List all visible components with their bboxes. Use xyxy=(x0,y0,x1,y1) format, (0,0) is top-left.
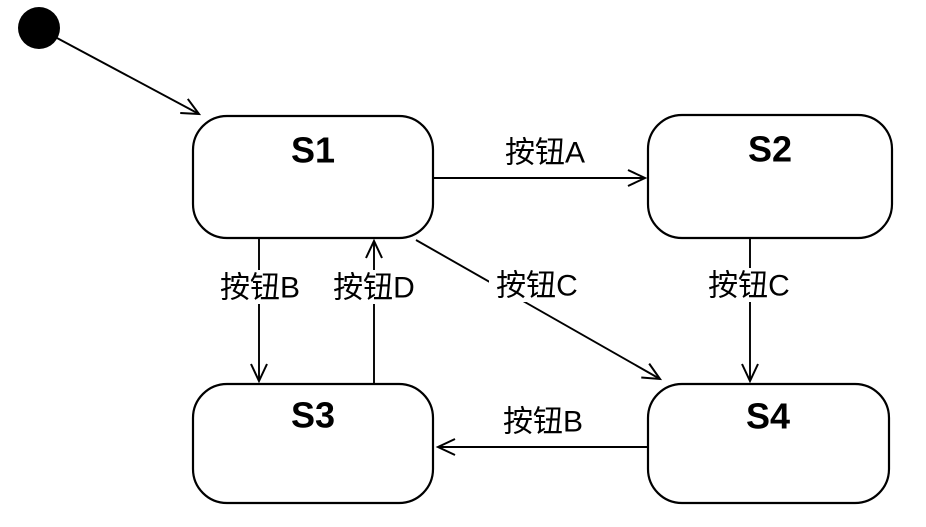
state-node-s1: S1 xyxy=(191,114,435,240)
label-backdrop xyxy=(212,270,308,304)
state-node-s3: S3 xyxy=(191,382,435,505)
state-shape-s1 xyxy=(191,114,435,240)
transition-label-s3-s1: 按钮D xyxy=(333,272,415,305)
transition-label-s4-s3: 按钮B xyxy=(503,406,583,439)
label-backdrop xyxy=(326,270,422,304)
state-shape-s3 xyxy=(191,382,435,505)
state-label-s1: S1 xyxy=(291,130,335,171)
label-backdrop xyxy=(489,268,585,302)
transition-label-s1-s4: 按钮C xyxy=(496,270,578,303)
state-shape-s4 xyxy=(646,382,891,505)
transition-label-s2-s4: 按钮C xyxy=(708,270,790,303)
state-node-s2: S2 xyxy=(646,113,894,240)
transition-arrow-s1-to-s4 xyxy=(415,239,663,381)
state-node-s4: S4 xyxy=(646,382,891,505)
transition-label-s1-s3: 按钮B xyxy=(220,272,300,305)
transition-label-s1-s2: 按钮A xyxy=(505,137,585,170)
transition-arrow-initial-to-s1 xyxy=(56,37,202,116)
state-label-s2: S2 xyxy=(748,129,792,170)
label-backdrop xyxy=(701,268,797,302)
state-label-s3: S3 xyxy=(291,395,335,436)
state-shape-s2 xyxy=(646,113,894,240)
initial-state-icon xyxy=(18,7,60,49)
state-label-s4: S4 xyxy=(746,396,790,437)
